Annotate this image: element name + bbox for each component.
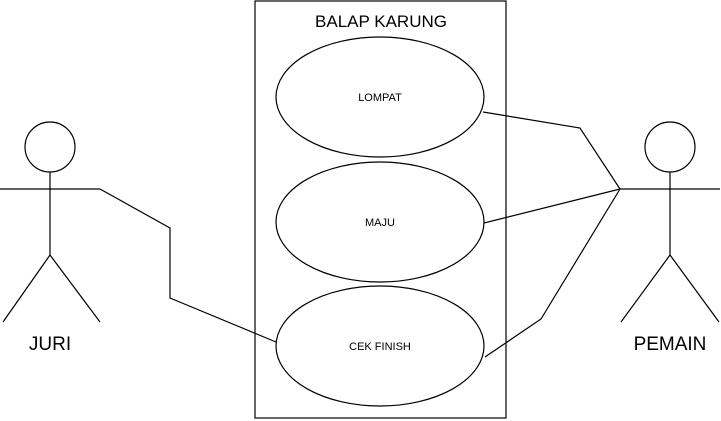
actor-juri-head <box>24 121 76 173</box>
actor-juri-right-leg <box>49 254 101 323</box>
actor-pemain-label: PEMAIN <box>634 334 707 355</box>
use-case-maju-ellipse <box>275 161 485 283</box>
association-pemain-lompat <box>482 111 621 190</box>
actor-pemain-right-leg <box>669 254 720 323</box>
use-case-lompat: LOMPAT <box>275 36 485 158</box>
association-pemain-cek-finish <box>484 188 621 358</box>
use-case-cek-finish-ellipse <box>275 285 485 407</box>
actor-pemain: PEMAIN <box>620 121 720 355</box>
use-case-maju-label: MAJU <box>365 217 395 229</box>
system-boundary-box <box>254 0 507 419</box>
system-title: BALAP KARUNG <box>315 12 447 31</box>
use-case-lompat-ellipse <box>275 36 485 158</box>
actor-juri-left-leg <box>2 254 51 323</box>
system-boundary: BALAP KARUNG <box>254 0 507 419</box>
associations <box>99 111 621 358</box>
use-case-lompat-label: LOMPAT <box>358 92 402 104</box>
actor-pemain-head <box>644 121 696 173</box>
association-juri-cek-finish <box>99 188 277 343</box>
actor-juri: JURI <box>0 121 101 355</box>
actor-juri-label: JURI <box>29 334 71 355</box>
use-case-cek-finish: CEK FINISH <box>275 285 485 407</box>
use-case-maju: MAJU <box>275 161 485 283</box>
use-case-cek-finish-label: CEK FINISH <box>349 341 411 353</box>
association-pemain-maju <box>483 188 621 224</box>
actor-pemain-left-leg <box>620 254 671 323</box>
